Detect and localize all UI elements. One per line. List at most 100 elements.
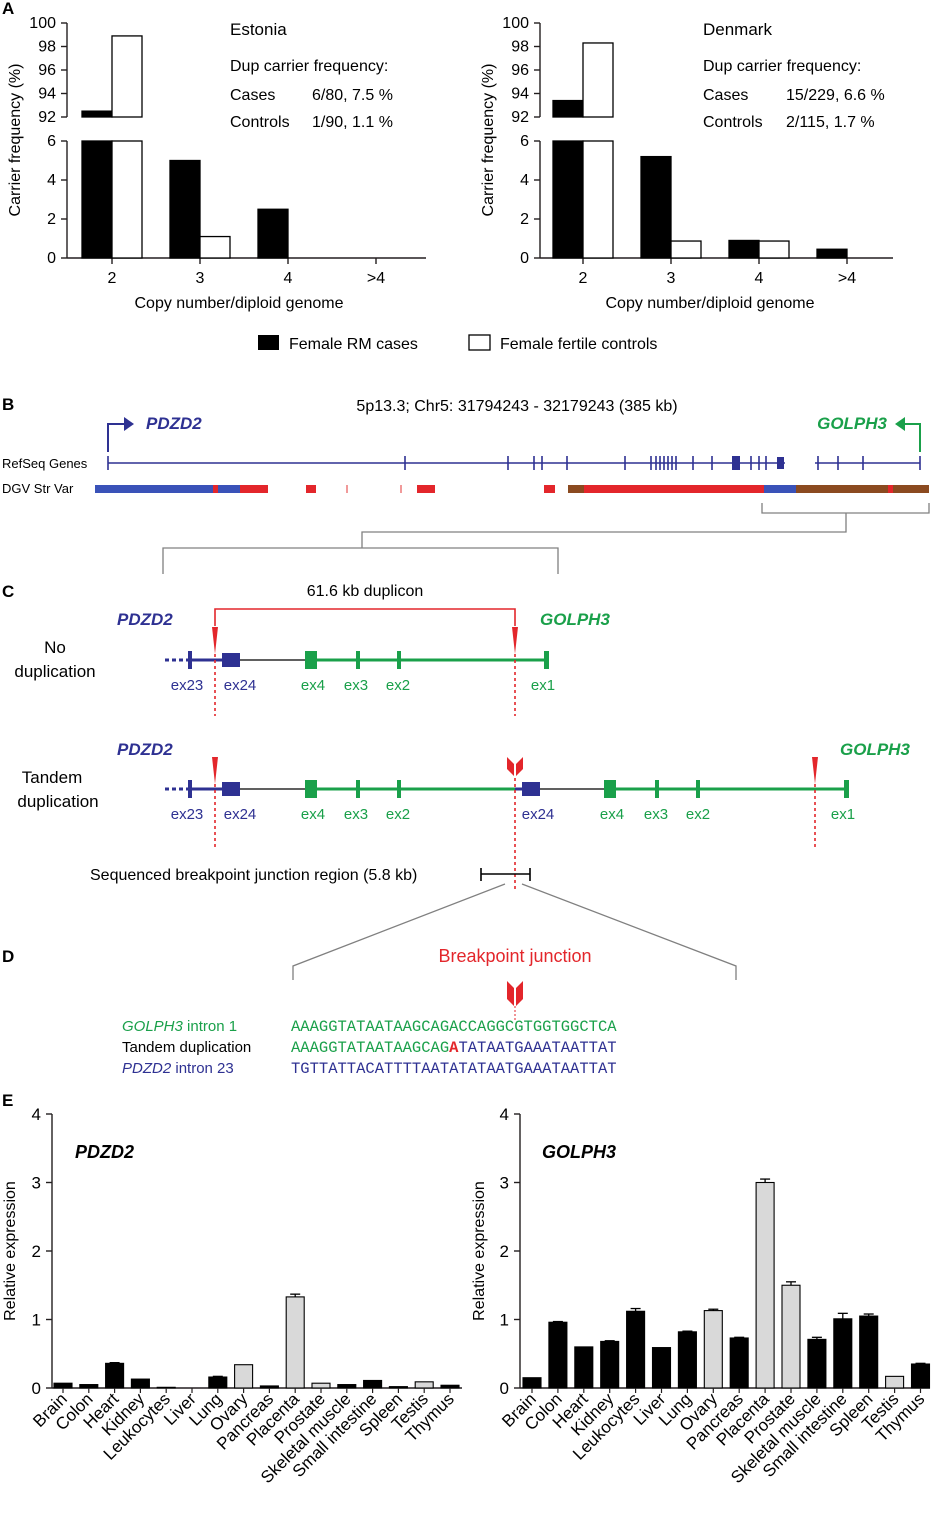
y-tick-label: 3 [32,1174,41,1193]
estonia-title: Estonia [230,20,287,39]
y-tick-label: 96 [38,62,56,79]
golph3-gene-label: GOLPH3 [817,414,887,433]
row1-sequence: AAAGGTATAATAAGCAGACCAGGCGTGGTGGCTCA [291,1018,617,1036]
bar [388,1386,408,1389]
estonia-stats-title: Dup carrier frequency: [230,58,388,75]
row1-label-line1: No [44,638,66,657]
bar [105,1362,125,1389]
zoom-bracket [162,503,930,574]
bar [670,240,702,259]
row2-ex3-a: ex3 [344,806,368,823]
dgv-track-label: DGV Str Var [2,481,74,496]
row3-seq-label: PDZD2 intron 23 [122,1060,234,1077]
bar [130,1378,150,1389]
y-tick-label: 6 [47,133,56,150]
x-tick-label: >4 [367,270,385,287]
row1-golph3-label: GOLPH3 [540,610,610,629]
y-tick-label: 98 [511,39,529,56]
row3-sequence: TGTTATTACATTTTAATATATAATGAAATAATTAT [291,1060,617,1078]
breakpoint-title: Breakpoint junction [438,946,591,966]
y-tick-label: 94 [38,86,56,103]
y-tick-label: 0 [500,1379,509,1398]
x-tick-label: 2 [579,270,588,287]
denmark-title: Denmark [703,20,772,39]
denmark-controls-value: 2/115, 1.7 % [786,114,875,131]
bar [833,1318,853,1389]
bar [234,1364,254,1389]
golph3-y-axis-label: Relative expression [471,1181,488,1321]
denmark-stats-title: Dup carrier frequency: [703,58,861,75]
y-tick-label: 2 [500,1242,509,1261]
y-tick-label: 0 [47,250,56,267]
row2-ex24-a: ex24 [224,806,257,823]
bar-lower-part [552,140,584,259]
pdzd2-gene-label: PDZD2 [146,414,202,433]
row1-ex23: ex23 [171,677,204,694]
estonia-cases-value: 6/80, 7.5 % [312,87,393,104]
x-tick-label: >4 [838,270,856,287]
junction-marker-icon [507,757,523,776]
legend-cases-swatch [258,335,279,350]
breakpoint-marker-icon [507,981,523,1006]
bar [169,159,201,259]
y-tick-label: 2 [520,211,529,228]
row2-ex1: ex1 [831,806,855,823]
bar [600,1340,620,1389]
zoom-lines-d [292,883,737,980]
refseq-track [107,456,921,470]
duplicon-bracket [214,608,516,626]
y-tick-label: 96 [511,62,529,79]
bar [728,239,760,259]
bar [910,1363,931,1389]
bar-lower-part [81,140,113,259]
y-tick-label: 94 [511,86,529,103]
row2-ex4-a: ex4 [301,806,325,823]
bar-lower-part [111,140,143,259]
y-tick-label: 4 [47,172,56,189]
denmark-controls-label: Controls [703,114,763,131]
row3-gene: PDZD2 [122,1060,172,1077]
y-tick-label: 100 [29,15,56,32]
row2-golph3-label: GOLPH3 [840,740,910,759]
panel-label-b: B [2,395,14,414]
estonia-y-axis-label: Carrier frequency (%) [7,64,24,217]
row1-ex4: ex4 [301,677,325,694]
y-tick-label: 1 [32,1311,41,1330]
bar [79,1384,99,1389]
y-tick-label: 6 [520,133,529,150]
region-label: 5p13.3; Chr5: 31794243 - 32179243 (385 k… [356,398,677,415]
bar [755,1181,775,1389]
row2-seq-pdzd2-part: TATAATGAAATAATTAT [458,1039,616,1057]
bar [337,1384,357,1389]
row3-suffix: intron 23 [171,1060,234,1077]
golph3-direction-arrow [903,423,921,452]
row2-ex24-b: ex24 [522,806,555,823]
golph3-chart-title: GOLPH3 [542,1142,616,1162]
pdzd2-expression-chart: PDZD2 Relative expression 01234BrainColo… [2,1105,462,1487]
junction-region-label: Sequenced breakpoint junction region (5.… [90,867,417,884]
legend-controls-label: Female fertile controls [500,336,657,353]
panel-c: 61.6 kb duplicon No duplication PDZD2 GO… [14,583,910,980]
y-tick-label: 92 [511,109,529,126]
row2-label-line1: Tandem [22,768,82,787]
y-tick-label: 4 [520,172,529,189]
bar [885,1375,905,1389]
refseq-track-label: RefSeq Genes [2,456,88,471]
row1-seq-label: GOLPH3 intron 1 [122,1018,237,1035]
y-tick-label: 2 [47,211,56,228]
denmark-cases-value: 15/229, 6.6 % [786,87,885,104]
denmark-y-axis-label: Carrier frequency (%) [480,64,497,217]
bar [859,1315,879,1389]
x-tick-label: 3 [196,270,205,287]
bar-lower-part [582,140,614,259]
row1-ex3: ex3 [344,677,368,694]
row2-ex2-b: ex2 [686,806,710,823]
pdzd2-arrowhead-icon [124,417,134,431]
denmark-x-axis-label: Copy number/diploid genome [605,295,814,312]
panel-label-a: A [2,0,14,18]
bar-upper-part [81,110,113,118]
dgv-structural-variant-track [95,485,929,493]
y-tick-label: 100 [502,15,529,32]
legend-controls-swatch [468,334,491,351]
estonia-controls-label: Controls [230,114,290,131]
